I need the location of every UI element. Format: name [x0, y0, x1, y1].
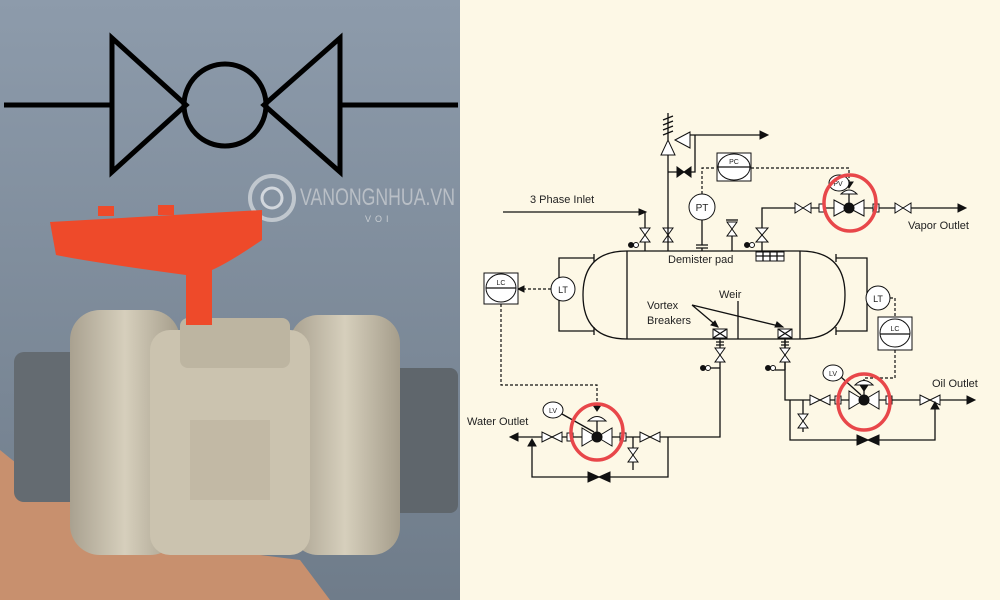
level-control-left: LT LC [483, 254, 602, 412]
left-pipe [14, 352, 84, 502]
hand-valve-icon [726, 221, 738, 237]
separator-vessel [582, 250, 846, 340]
watermark-brand: VANONGNHUA.VN [300, 184, 455, 211]
valve-stem-housing [180, 318, 290, 368]
lc-left-label: LC [497, 280, 506, 287]
pt-label: PT [696, 203, 709, 214]
level-control-valve-icon [581, 416, 613, 447]
hand-valve-icon [794, 202, 812, 214]
vortex-breaker-icon [712, 328, 728, 339]
pid-diagram: PT PC PV Vapor Outlet [460, 0, 1000, 600]
hand-valve-icon [809, 394, 831, 406]
level-control-valve-icon [848, 380, 880, 410]
watermark-logo: VANONGNHUA.VN VOI [248, 174, 455, 224]
pressure-control: PT PC [688, 152, 854, 251]
check-valve-icon [676, 166, 692, 178]
pressure-control-valve-icon [833, 189, 865, 217]
lt-right-label: LT [873, 294, 883, 304]
hand-valve-icon [639, 227, 651, 243]
valve-photo [0, 205, 458, 600]
hand-valve-icon [779, 347, 791, 363]
lc-right-label: LC [891, 326, 900, 333]
vortex-breaker-icon [777, 328, 793, 339]
oil-outlet-label: Oil Outlet [932, 378, 978, 390]
pv-label: PV [833, 181, 843, 188]
pc-label: PC [729, 159, 739, 166]
vapor-outlet-label: Vapor Outlet [908, 220, 969, 232]
ball-valve-symbol-icon [4, 32, 458, 178]
bypass-valve-icon [587, 471, 611, 483]
hand-valve-icon [541, 431, 563, 443]
lv-water-label: LV [549, 408, 557, 415]
bypass-valve-icon [856, 434, 880, 446]
vapor-outlet-line: PV Vapor Outlet [744, 173, 969, 251]
relief-valve [660, 113, 770, 251]
weir-label: Weir [719, 289, 742, 301]
hand-valve-icon [894, 202, 912, 214]
lv-oil-label: LV [829, 371, 837, 378]
hand-valve-icon [639, 431, 661, 443]
highlight-circle [836, 372, 892, 432]
valve-handle [50, 205, 262, 325]
demister-pad-icon [755, 251, 785, 262]
photo-panel: VANONGNHUA.VN VOI [0, 0, 460, 600]
level-control-right: LT LC [835, 254, 913, 392]
breakers-label: Breakers [647, 315, 692, 327]
vortex-label: Vortex [647, 300, 679, 312]
lt-left-label: LT [558, 285, 568, 295]
highlight-circle [822, 173, 878, 233]
demister-label: Demister pad [668, 254, 733, 266]
watermark-sub: VOI [365, 214, 393, 224]
highlight-circle [569, 402, 625, 462]
oil-outlet-line: LV Oil Outlet [765, 339, 978, 446]
inlet-line [503, 208, 738, 251]
water-outlet-label: Water Outlet [467, 416, 528, 428]
hand-valve-icon [714, 347, 726, 363]
inlet-label: 3 Phase Inlet [530, 194, 594, 206]
hand-valve-icon [754, 227, 770, 243]
valve-label-plate [190, 420, 270, 500]
